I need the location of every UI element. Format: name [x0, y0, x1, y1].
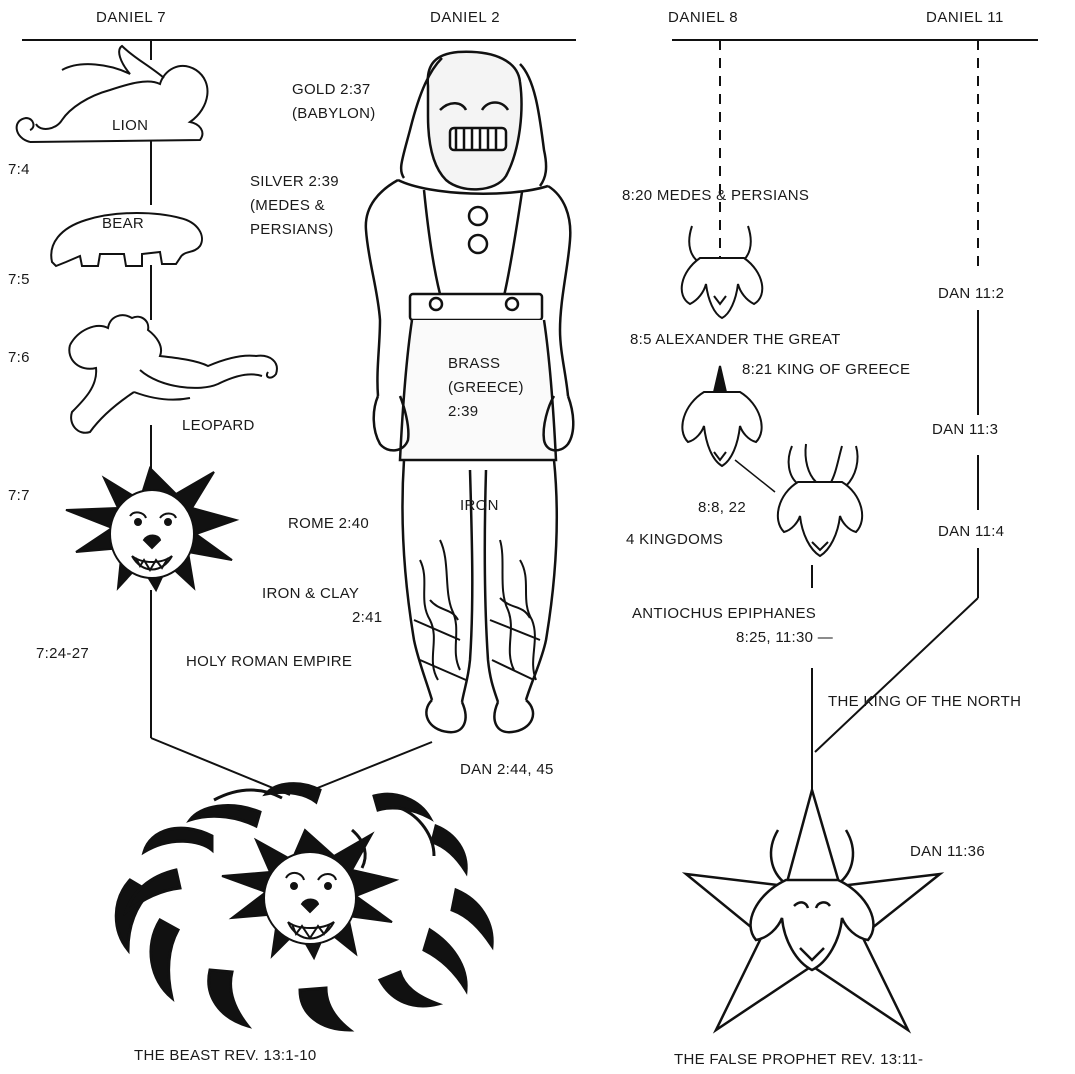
ref-dan-2-44: DAN 2:44, 45 [460, 760, 554, 780]
header-daniel7: DANIEL 7 [96, 8, 166, 28]
ref-brass-2-39: 2:39 [448, 402, 478, 422]
ref-dan-11-2: DAN 11:2 [938, 284, 1004, 304]
goat-one-horn-drawing-icon [682, 366, 761, 466]
ref-antiochus: 8:25, 11:30 — [736, 628, 833, 648]
ref-dan-11-3: DAN 11:3 [932, 420, 998, 440]
label-silver: SILVER 2:39 [250, 172, 339, 192]
header-daniel2: DANIEL 2 [430, 8, 500, 28]
ram-drawing-icon [682, 226, 763, 318]
label-iron: IRON [460, 496, 499, 516]
label-lion: LION [112, 116, 148, 136]
header-daniel11: DANIEL 11 [926, 8, 1004, 28]
label-brass: BRASS [448, 354, 500, 374]
label-alexander: 8:5 ALEXANDER THE GREAT [630, 330, 841, 350]
daniel2-converge-line [300, 742, 432, 795]
false-prophet-star-drawing-icon [686, 790, 940, 1030]
ref-iron-clay-2-41: 2:41 [352, 608, 382, 628]
ref-7-6: 7:6 [8, 348, 30, 368]
caption-false-prophet: THE FALSE PROPHET REV. 13:11- [674, 1050, 923, 1070]
label-antiochus: ANTIOCHUS EPIPHANES [632, 604, 816, 624]
ref-dan-11-4: DAN 11:4 [938, 522, 1004, 542]
label-persians: PERSIANS) [250, 220, 334, 240]
statue-leg-texture [414, 540, 540, 680]
label-king-of-the-north: THE KING OF THE NORTH [828, 692, 1021, 712]
ref-7-4: 7:4 [8, 160, 30, 180]
goat-connector-line [735, 460, 775, 492]
label-holy-roman-empire: HOLY ROMAN EMPIRE [186, 652, 352, 672]
ref-dan-11-36: DAN 11:36 [910, 842, 985, 862]
caption-the-beast: THE BEAST REV. 13:1-10 [134, 1046, 317, 1066]
label-medes: (MEDES & [250, 196, 325, 216]
header-daniel8: DANIEL 8 [668, 8, 738, 28]
ref-7-7: 7:7 [8, 486, 30, 506]
label-rome: ROME 2:40 [288, 514, 369, 534]
ref-7-24-27: 7:24-27 [36, 644, 89, 664]
the-beast-face-icon [222, 830, 396, 958]
label-babylon: (BABYLON) [292, 104, 376, 124]
label-iron-clay: IRON & CLAY [262, 584, 359, 604]
label-medes-persians: 8:20 MEDES & PERSIANS [622, 186, 809, 206]
label-leopard: LEOPARD [182, 416, 255, 436]
label-king-of-greece: 8:21 KING OF GREECE [742, 360, 910, 380]
goat-four-horns-drawing-icon [778, 444, 862, 556]
ref-8-8-22: 8:8, 22 [698, 498, 746, 518]
ref-7-5: 7:5 [8, 270, 30, 290]
label-gold: GOLD 2:37 [292, 80, 371, 100]
label-four-kingdoms: 4 KINGDOMS [626, 530, 723, 550]
label-greece: (GREECE) [448, 378, 524, 398]
label-bear: BEAR [102, 214, 144, 234]
fourth-beast-drawing-icon [66, 468, 236, 590]
